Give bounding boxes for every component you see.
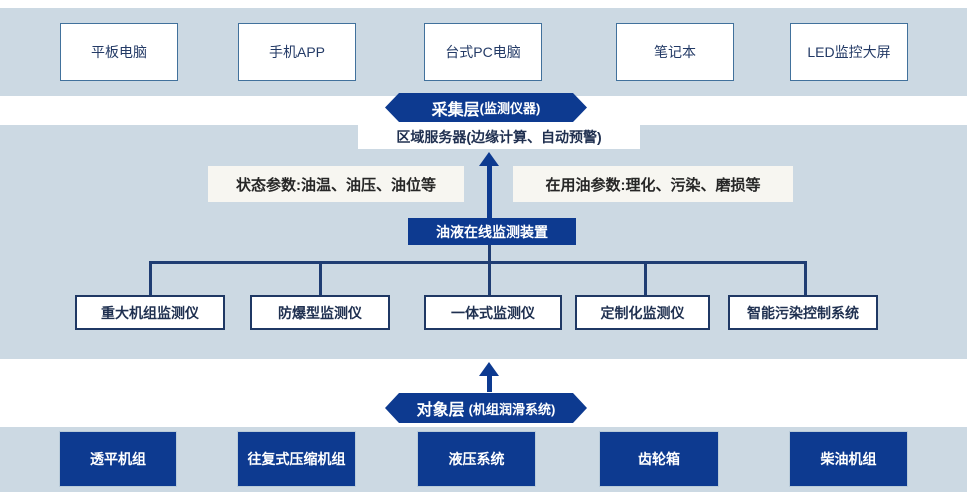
arrow-shaft (486, 166, 492, 218)
status-params-text: 状态参数:油温、油压、油位等 (236, 176, 436, 194)
regional-server-box: 区域服务器(边缘计算、自动预警) (358, 125, 640, 149)
tree-center-drop-line (488, 245, 491, 295)
banner-title: 对象层 (416, 402, 465, 419)
device-box-tablet: 平板电脑 (60, 23, 178, 81)
banner-subtitle: (监测仪器) (479, 101, 541, 116)
regional-server-label: 区域服务器(边缘计算、自动预警) (396, 129, 602, 145)
monitor-box-customized: 定制化监测仪 (575, 295, 710, 330)
device-label: 平板电脑 (91, 44, 147, 60)
arrow-head (479, 152, 499, 166)
monitor-label: 智能污染控制系统 (747, 304, 859, 321)
oil-params-text: 在用油参数:理化、污染、磨损等 (545, 176, 761, 194)
device-box-laptop: 笔记本 (616, 23, 734, 81)
device-label: 手机APP (268, 44, 325, 60)
oil-params-label: 在用油参数:理化、污染、磨损等 (513, 166, 793, 202)
tree-drop-line-1 (149, 261, 152, 295)
equipment-label: 柴油机组 (820, 451, 877, 467)
online-monitoring-device-label: 油液在线监测装置 (436, 223, 548, 240)
monitor-box-pollution-control: 智能污染控制系统 (728, 295, 878, 330)
equipment-label: 齿轮箱 (638, 451, 680, 467)
device-box-desktop-pc: 台式PC电脑 (424, 23, 542, 81)
monitor-label: 防爆型监测仪 (278, 304, 362, 321)
equipment-box-turbine: 透平机组 (59, 431, 177, 487)
arrow-shaft (486, 376, 492, 392)
banner-subtitle: (机组润滑系统) (468, 401, 556, 417)
equipment-label: 往复式压缩机组 (247, 451, 346, 467)
monitor-label: 重大机组监测仪 (101, 304, 199, 321)
monitor-label: 一体式监测仪 (451, 304, 535, 321)
monitor-box-explosion-proof: 防爆型监测仪 (250, 295, 390, 330)
device-box-led-screen: LED监控大屏 (790, 23, 908, 81)
device-label: 台式PC电脑 (445, 44, 521, 60)
up-arrow-to-server-icon (479, 152, 499, 218)
tree-horizontal-line (149, 261, 807, 264)
collection-layer-banner: 采集层(监测仪器) (385, 93, 587, 122)
equipment-label: 透平机组 (90, 451, 146, 467)
monitor-label: 定制化监测仪 (600, 304, 685, 321)
device-box-mobile-app: 手机APP (238, 23, 356, 81)
up-arrow-to-monitors-icon (479, 362, 499, 392)
device-label: 笔记本 (654, 44, 696, 60)
equipment-box-diesel: 柴油机组 (789, 431, 908, 487)
status-params-label: 状态参数:油温、油压、油位等 (208, 166, 464, 202)
banner-title: 采集层 (431, 101, 480, 119)
tree-drop-line-4 (644, 261, 647, 295)
object-layer-banner: 对象层(机组润滑系统) (385, 393, 587, 423)
equipment-box-gearbox: 齿轮箱 (599, 431, 719, 487)
tree-drop-line-2 (319, 261, 322, 295)
arrow-head (479, 362, 499, 376)
monitor-box-major-unit: 重大机组监测仪 (75, 295, 225, 330)
equipment-label: 液压系统 (448, 451, 505, 467)
monitor-box-all-in-one: 一体式监测仪 (424, 295, 562, 330)
equipment-box-hydraulic: 液压系统 (417, 431, 536, 487)
equipment-box-reciprocating-compressor: 往复式压缩机组 (237, 431, 356, 487)
tree-drop-line-5 (804, 261, 807, 295)
device-label: LED监控大屏 (807, 44, 891, 60)
online-monitoring-device-box: 油液在线监测装置 (408, 218, 576, 245)
